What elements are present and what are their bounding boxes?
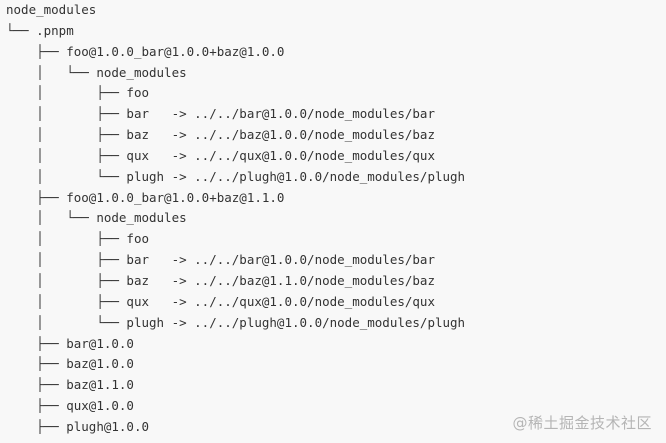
tree-line: │ └── node_modules xyxy=(6,63,465,84)
tree-branch-glyph: │ ├── xyxy=(6,106,127,122)
tree-line: ├── baz@1.0.0 xyxy=(6,354,465,375)
tree-branch-glyph: │ ├── xyxy=(6,293,127,309)
tree-line: │ ├── foo xyxy=(6,83,465,104)
tree-entry-text: node_modules xyxy=(96,210,187,226)
tree-entry-text: node_modules xyxy=(6,2,97,17)
tree-entry-text: plugh@1.0.0 xyxy=(66,418,150,434)
tree-entry-text: foo xyxy=(126,85,149,101)
tree-branch-glyph: │ └── xyxy=(6,210,97,226)
watermark: @稀土掘金技术社区 xyxy=(512,414,652,432)
tree-line: ├── foo@1.0.0_bar@1.0.0+baz@1.0.0 xyxy=(6,42,465,63)
tree-branch-glyph: ├── xyxy=(6,418,67,434)
tree-entry-text: baz@1.1.0 xyxy=(66,377,134,393)
tree-branch-glyph: ├── xyxy=(6,356,67,372)
tree-entry-text: .pnpm xyxy=(36,22,74,38)
tree-entry-text: qux@1.0.0 xyxy=(66,398,134,414)
tree-entry-text: qux -> ../../qux@1.0.0/node_modules/qux xyxy=(126,293,435,309)
tree-line: │ ├── qux -> ../../qux@1.0.0/node_module… xyxy=(6,146,465,167)
tree-entry-text: bar -> ../../bar@1.0.0/node_modules/bar xyxy=(126,252,435,268)
tree-branch-glyph: │ ├── xyxy=(6,147,127,163)
tree-branch-glyph: ├── xyxy=(6,377,67,393)
tree-entry-text: bar -> ../../bar@1.0.0/node_modules/bar xyxy=(126,106,435,122)
tree-branch-glyph: │ └── xyxy=(6,64,97,80)
tree-line: │ └── node_modules xyxy=(6,208,465,229)
tree-line: │ ├── qux -> ../../qux@1.0.0/node_module… xyxy=(6,292,465,313)
tree-branch-glyph: ├── xyxy=(6,335,67,351)
tree-entry-text: baz@1.0.0 xyxy=(66,356,134,372)
tree-line: │ ├── foo xyxy=(6,229,465,250)
tree-entry-text: node_modules xyxy=(96,64,187,80)
tree-branch-glyph: ├── xyxy=(6,398,67,414)
tree-branch-glyph: │ ├── xyxy=(6,272,127,288)
tree-branch-glyph: └── xyxy=(6,22,37,38)
tree-branch-glyph: │ ├── xyxy=(6,85,127,101)
tree-entry-text: bar@1.0.0 xyxy=(66,335,134,351)
tree-entry-text: foo@1.0.0_bar@1.0.0+baz@1.1.0 xyxy=(66,189,285,205)
tree-branch-glyph: │ └── xyxy=(6,314,127,330)
tree-line: │ └── plugh -> ../../plugh@1.0.0/node_mo… xyxy=(6,167,465,188)
tree-line: │ ├── baz -> ../../baz@1.0.0/node_module… xyxy=(6,125,465,146)
tree-line: └── .pnpm xyxy=(6,21,465,42)
tree-branch-glyph: ├── xyxy=(6,43,67,59)
tree-line: │ ├── baz -> ../../baz@1.1.0/node_module… xyxy=(6,271,465,292)
tree-line: │ └── plugh -> ../../plugh@1.0.0/node_mo… xyxy=(6,313,465,334)
tree-line: │ ├── bar -> ../../bar@1.0.0/node_module… xyxy=(6,250,465,271)
tree-entry-text: plugh -> ../../plugh@1.0.0/node_modules/… xyxy=(126,168,466,184)
tree-line: ├── qux@1.0.0 xyxy=(6,396,465,417)
tree-line: ├── foo@1.0.0_bar@1.0.0+baz@1.1.0 xyxy=(6,188,465,209)
tree-branch-glyph: ├── xyxy=(6,189,67,205)
tree-entry-text: foo@1.0.0_bar@1.0.0+baz@1.0.0 xyxy=(66,43,285,59)
tree-branch-glyph: │ ├── xyxy=(6,127,127,143)
tree-entry-text: foo xyxy=(126,231,149,247)
tree-line: ├── baz@1.1.0 xyxy=(6,375,465,396)
tree-line: node_modules xyxy=(6,0,465,21)
tree-line: │ ├── bar -> ../../bar@1.0.0/node_module… xyxy=(6,104,465,125)
tree-entry-text: baz -> ../../baz@1.1.0/node_modules/baz xyxy=(126,272,435,288)
tree-entry-text: plugh -> ../../plugh@1.0.0/node_modules/… xyxy=(126,314,466,330)
tree-entry-text: baz -> ../../baz@1.0.0/node_modules/baz xyxy=(126,127,435,143)
tree-branch-glyph: │ ├── xyxy=(6,252,127,268)
tree-branch-glyph: │ ├── xyxy=(6,231,127,247)
tree-entry-text: qux -> ../../qux@1.0.0/node_modules/qux xyxy=(126,147,435,163)
tree-line: ├── plugh@1.0.0 xyxy=(6,417,465,438)
tree-branch-glyph: │ └── xyxy=(6,168,127,184)
tree-line: ├── bar@1.0.0 xyxy=(6,334,465,355)
directory-tree: node_modules └── .pnpm ├── foo@1.0.0_bar@… xyxy=(6,0,465,438)
